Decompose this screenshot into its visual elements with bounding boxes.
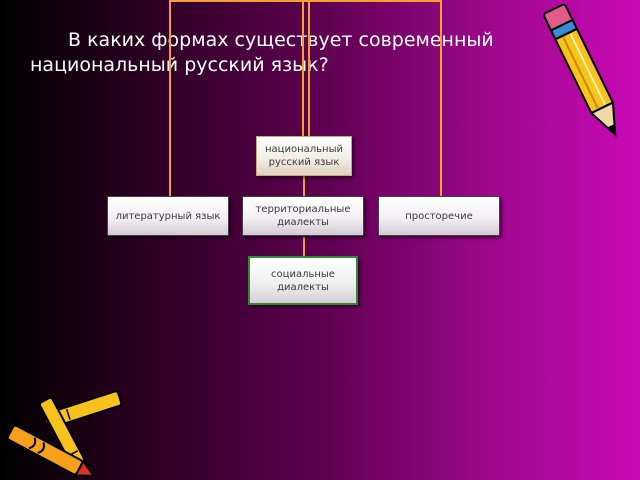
pencil-icon bbox=[543, 3, 617, 138]
crayons-icon bbox=[6, 390, 123, 479]
slide-title: В каких формах существует современный на… bbox=[30, 29, 494, 76]
node-literary-language: литературный язык bbox=[107, 196, 229, 236]
connector-frame bbox=[169, 0, 442, 196]
node-territorial-dialects: территориальные диалекты bbox=[242, 196, 364, 236]
node-vernacular: просторечие bbox=[378, 196, 500, 236]
node-social-dialects: социальные диалекты bbox=[248, 256, 358, 305]
node-national-language: национальный русский язык bbox=[256, 136, 352, 176]
